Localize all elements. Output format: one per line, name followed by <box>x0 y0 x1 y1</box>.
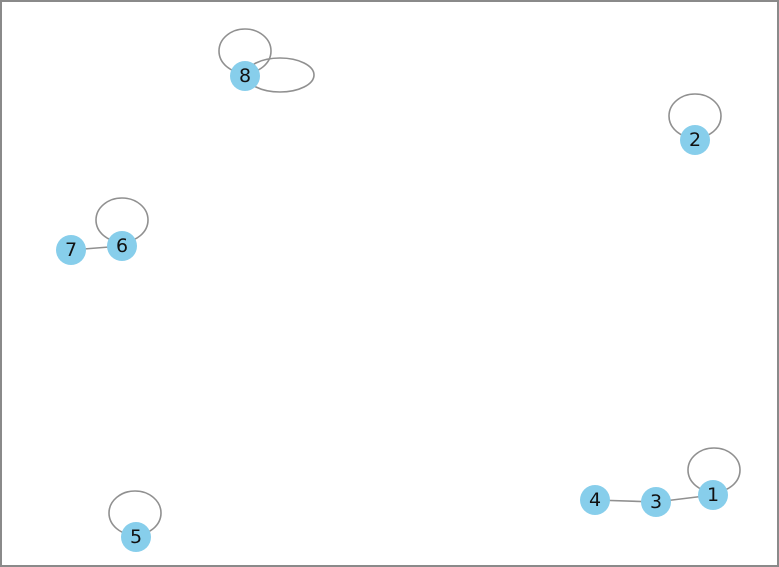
node-label: 1 <box>707 484 719 506</box>
nodes-layer: 1 2 3 4 5 6 7 8 <box>56 61 728 552</box>
node-circle <box>680 125 710 155</box>
edges-layer <box>70 28 741 536</box>
node-label: 8 <box>239 65 251 87</box>
node-label: 2 <box>689 129 701 151</box>
node-label: 7 <box>65 239 77 261</box>
node-1: 1 <box>698 480 728 510</box>
node-8: 8 <box>230 61 260 91</box>
node-circle <box>56 235 86 265</box>
node-circle <box>107 231 137 261</box>
node-4: 4 <box>580 485 610 515</box>
node-2: 2 <box>680 125 710 155</box>
node-circle <box>230 61 260 91</box>
node-label: 6 <box>116 235 128 257</box>
node-3: 3 <box>641 487 671 517</box>
node-circle <box>121 522 151 552</box>
node-7: 7 <box>56 235 86 265</box>
node-circle <box>698 480 728 510</box>
node-label: 3 <box>650 491 662 513</box>
node-label: 5 <box>130 526 142 548</box>
node-circle <box>580 485 610 515</box>
node-circle <box>641 487 671 517</box>
node-label: 4 <box>589 489 601 511</box>
node-6: 6 <box>107 231 137 261</box>
node-5: 5 <box>121 522 151 552</box>
